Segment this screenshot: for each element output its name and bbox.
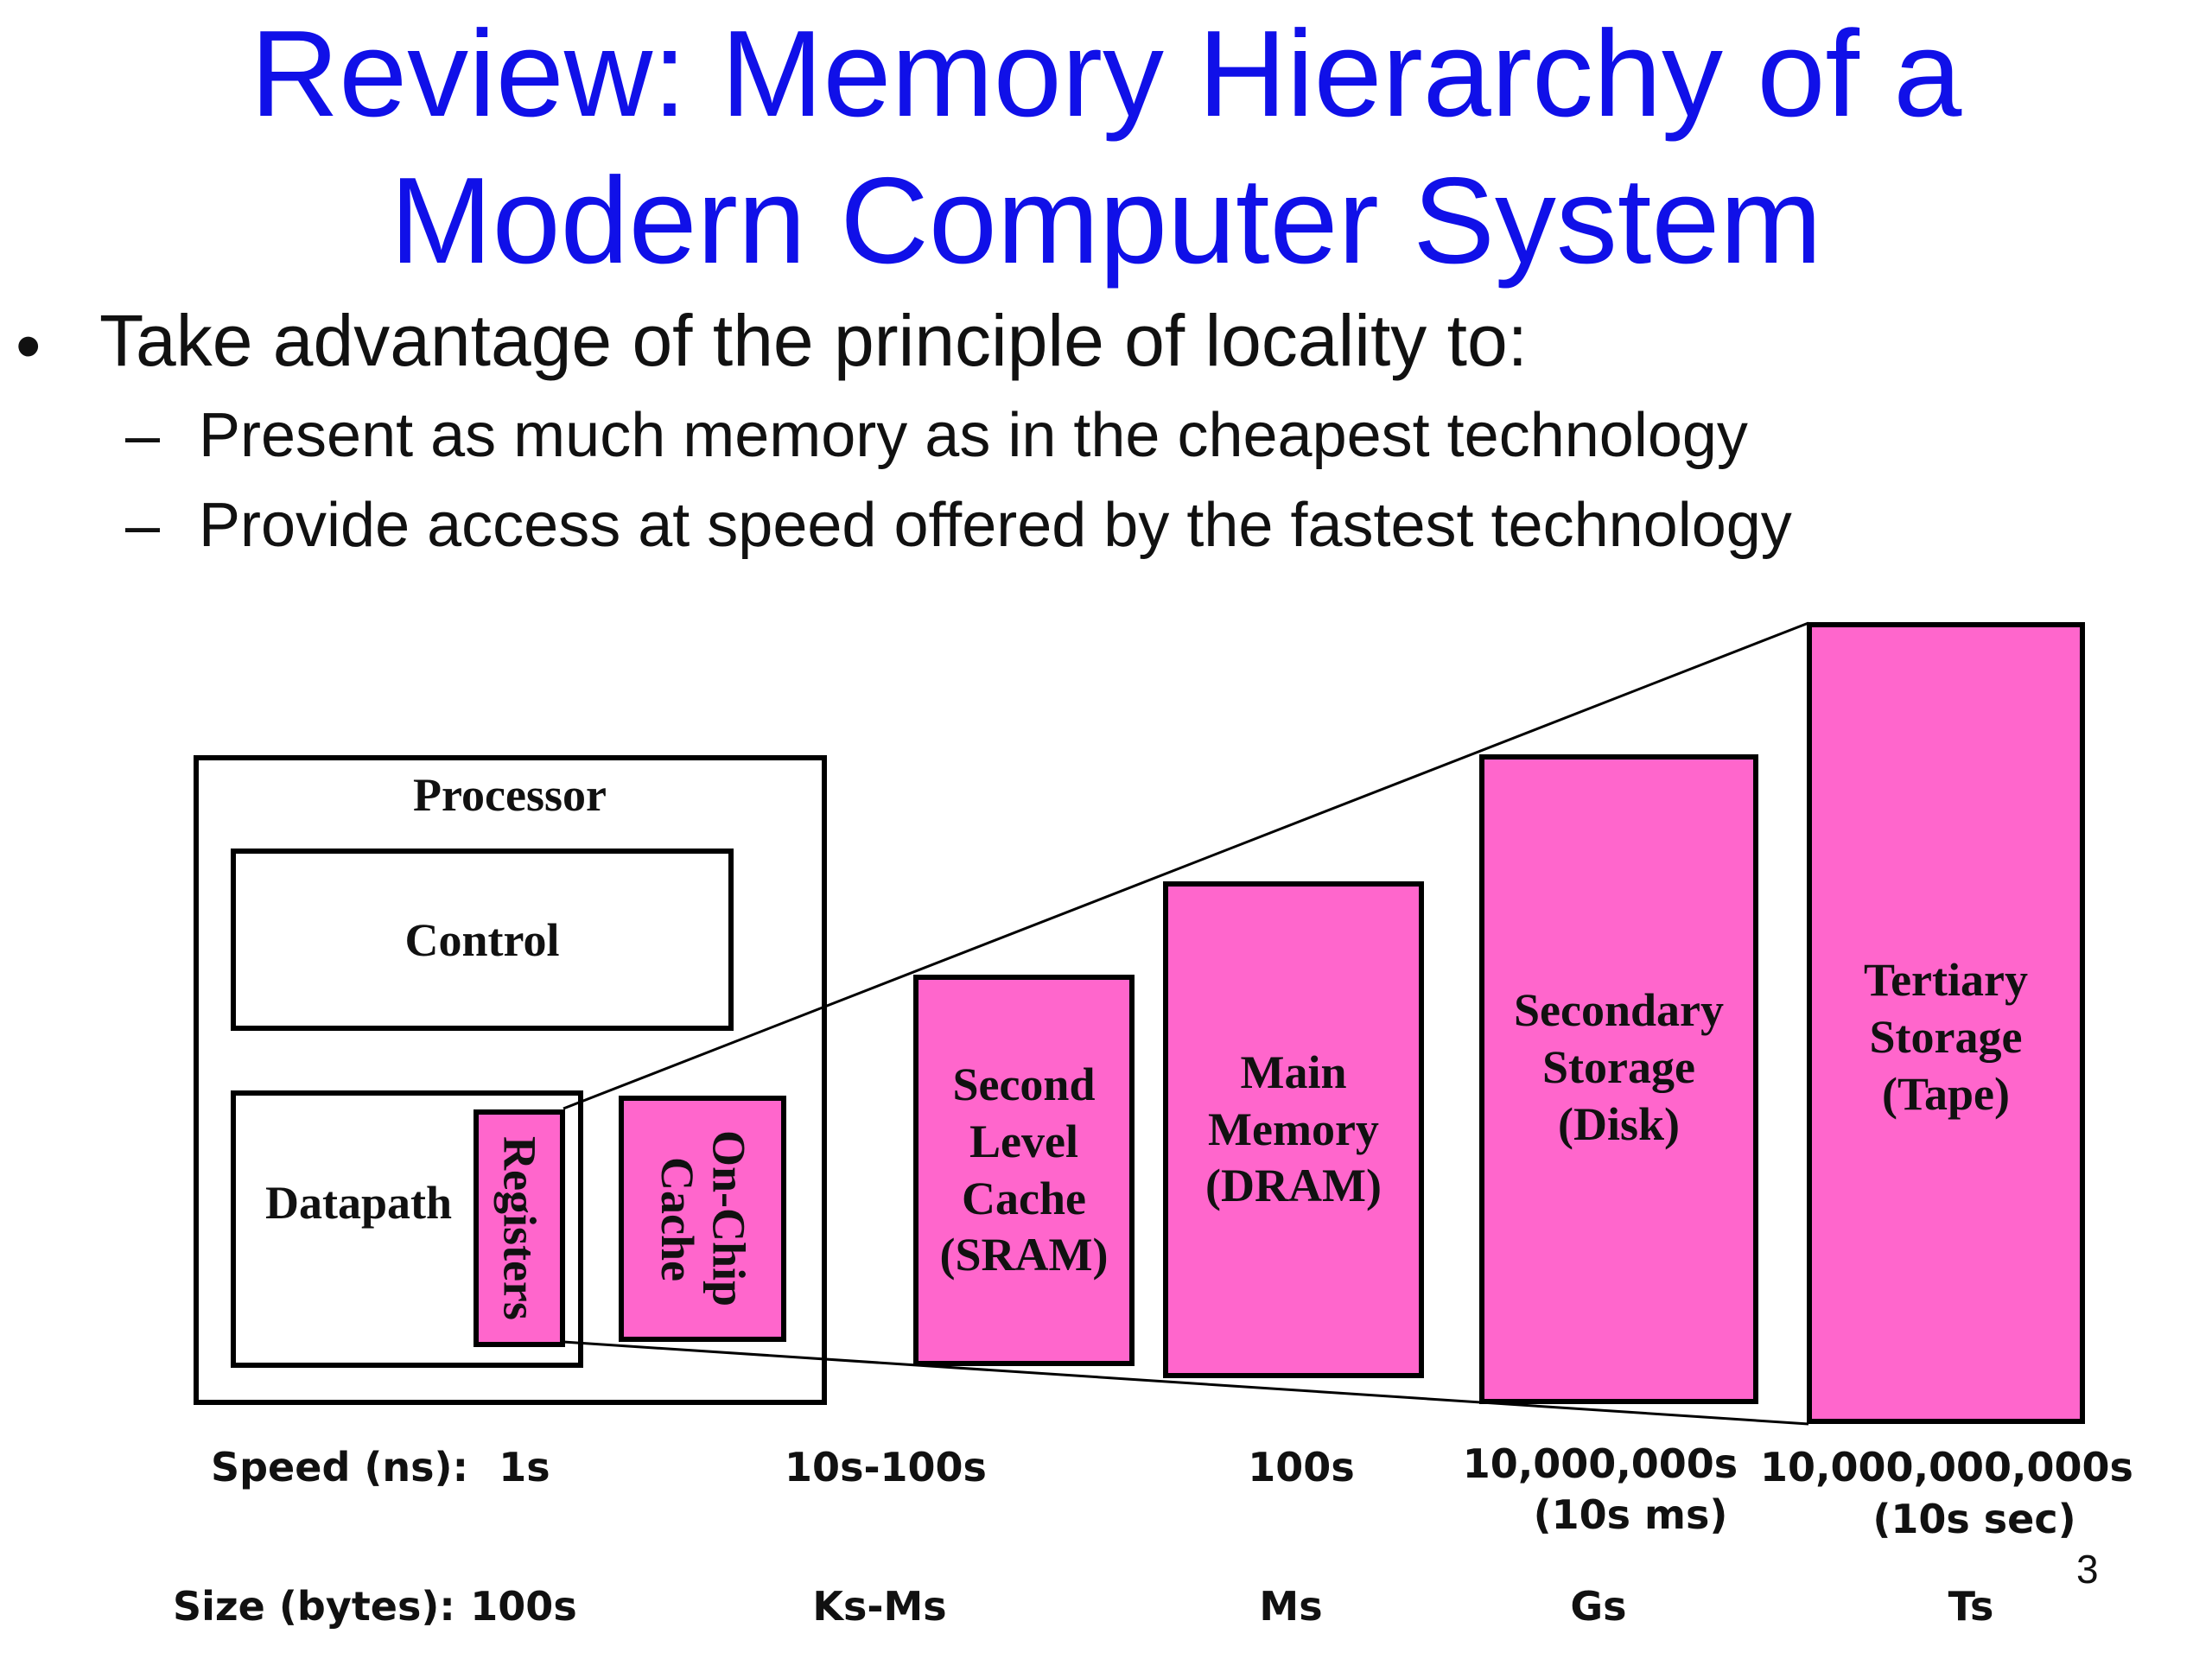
- sub-bullet-dash-2: –: [125, 491, 161, 560]
- main-memory-box: Main Memory (DRAM): [1163, 881, 1424, 1378]
- onchip-cache-box: On-Chip Cache: [619, 1096, 786, 1342]
- l2-cache-line-4: (SRAM): [939, 1229, 1109, 1281]
- control-box: Control: [231, 849, 734, 1031]
- main-memory-line-3: (DRAM): [1205, 1160, 1382, 1212]
- tertiary-storage-line-2: Storage: [1869, 1010, 2023, 1063]
- speed-disk: 10,000,000s: [1462, 1440, 1738, 1487]
- registers-label: Registers: [493, 1136, 546, 1320]
- size-disk: Gs: [1570, 1583, 1627, 1630]
- speed-tape: 10,000,000,000s: [1760, 1444, 2133, 1491]
- tertiary-storage-label: Tertiary Storage (Tape): [1812, 952, 2080, 1123]
- slide-title-line-1: Review: Memory Hierarchy of a: [250, 5, 1962, 143]
- tertiary-storage-box: Tertiary Storage (Tape): [1807, 622, 2085, 1424]
- bullet-marker: •: [16, 305, 41, 386]
- secondary-storage-label: Secondary Storage (Disk): [1484, 982, 1753, 1154]
- datapath-label: Datapath: [265, 1177, 453, 1229]
- l2-cache-box: Second Level Cache (SRAM): [913, 975, 1135, 1366]
- size-main-memory: Ms: [1259, 1583, 1323, 1630]
- onchip-cache-label: On-Chip Cache: [652, 1130, 754, 1306]
- speed-cache: 10s-100s: [785, 1444, 987, 1491]
- outline-bottom-line: [563, 1340, 1809, 1426]
- main-memory-line-1: Main: [1240, 1046, 1347, 1098]
- onchip-cache-line-2: Cache: [652, 1156, 703, 1281]
- registers-box: Registers: [474, 1109, 565, 1347]
- size-registers: 100s: [470, 1583, 577, 1630]
- sub-bullet-1: Present as much memory as in the cheapes…: [199, 401, 1748, 470]
- main-memory-label: Main Memory (DRAM): [1205, 1045, 1382, 1216]
- slide-title-line-2: Modern Computer System: [390, 152, 1822, 289]
- speed-tape-note: (10s sec): [1872, 1496, 2076, 1542]
- onchip-cache-line-1: On-Chip: [702, 1130, 755, 1307]
- processor-label: Processor: [413, 769, 607, 821]
- sub-bullet-2: Provide access at speed offered by the f…: [199, 491, 1792, 560]
- tertiary-storage-line-3: (Tape): [1881, 1067, 2011, 1120]
- speed-registers: 1s: [499, 1444, 550, 1491]
- secondary-storage-line-1: Secondary: [1514, 984, 1724, 1036]
- tertiary-storage-line-1: Tertiary: [1864, 954, 2028, 1006]
- main-memory-line-2: Memory: [1208, 1103, 1379, 1155]
- speed-disk-note: (10s ms): [1533, 1491, 1728, 1538]
- control-label: Control: [404, 913, 560, 966]
- l2-cache-line-2: Level: [969, 1115, 1078, 1167]
- size-cache: Ks-Ms: [812, 1583, 947, 1630]
- page-number: 3: [2076, 1547, 2099, 1592]
- size-tape: Ts: [1948, 1583, 1994, 1630]
- sub-bullet-dash-1: –: [125, 401, 161, 470]
- l2-cache-line-1: Second: [952, 1058, 1096, 1110]
- l2-cache-line-3: Cache: [962, 1172, 1086, 1224]
- speed-main-memory: 100s: [1248, 1444, 1355, 1491]
- secondary-storage-line-2: Storage: [1542, 1040, 1695, 1093]
- outline-top-line: [563, 621, 1809, 1110]
- bullet-main: Take advantage of the principle of local…: [99, 300, 1529, 381]
- secondary-storage-box: Secondary Storage (Disk): [1479, 754, 1758, 1404]
- size-label: Size (bytes):: [173, 1583, 455, 1630]
- secondary-storage-line-3: (Disk): [1557, 1097, 1680, 1150]
- speed-label: Speed (ns):: [211, 1444, 468, 1491]
- l2-cache-label: Second Level Cache (SRAM): [940, 1057, 1109, 1285]
